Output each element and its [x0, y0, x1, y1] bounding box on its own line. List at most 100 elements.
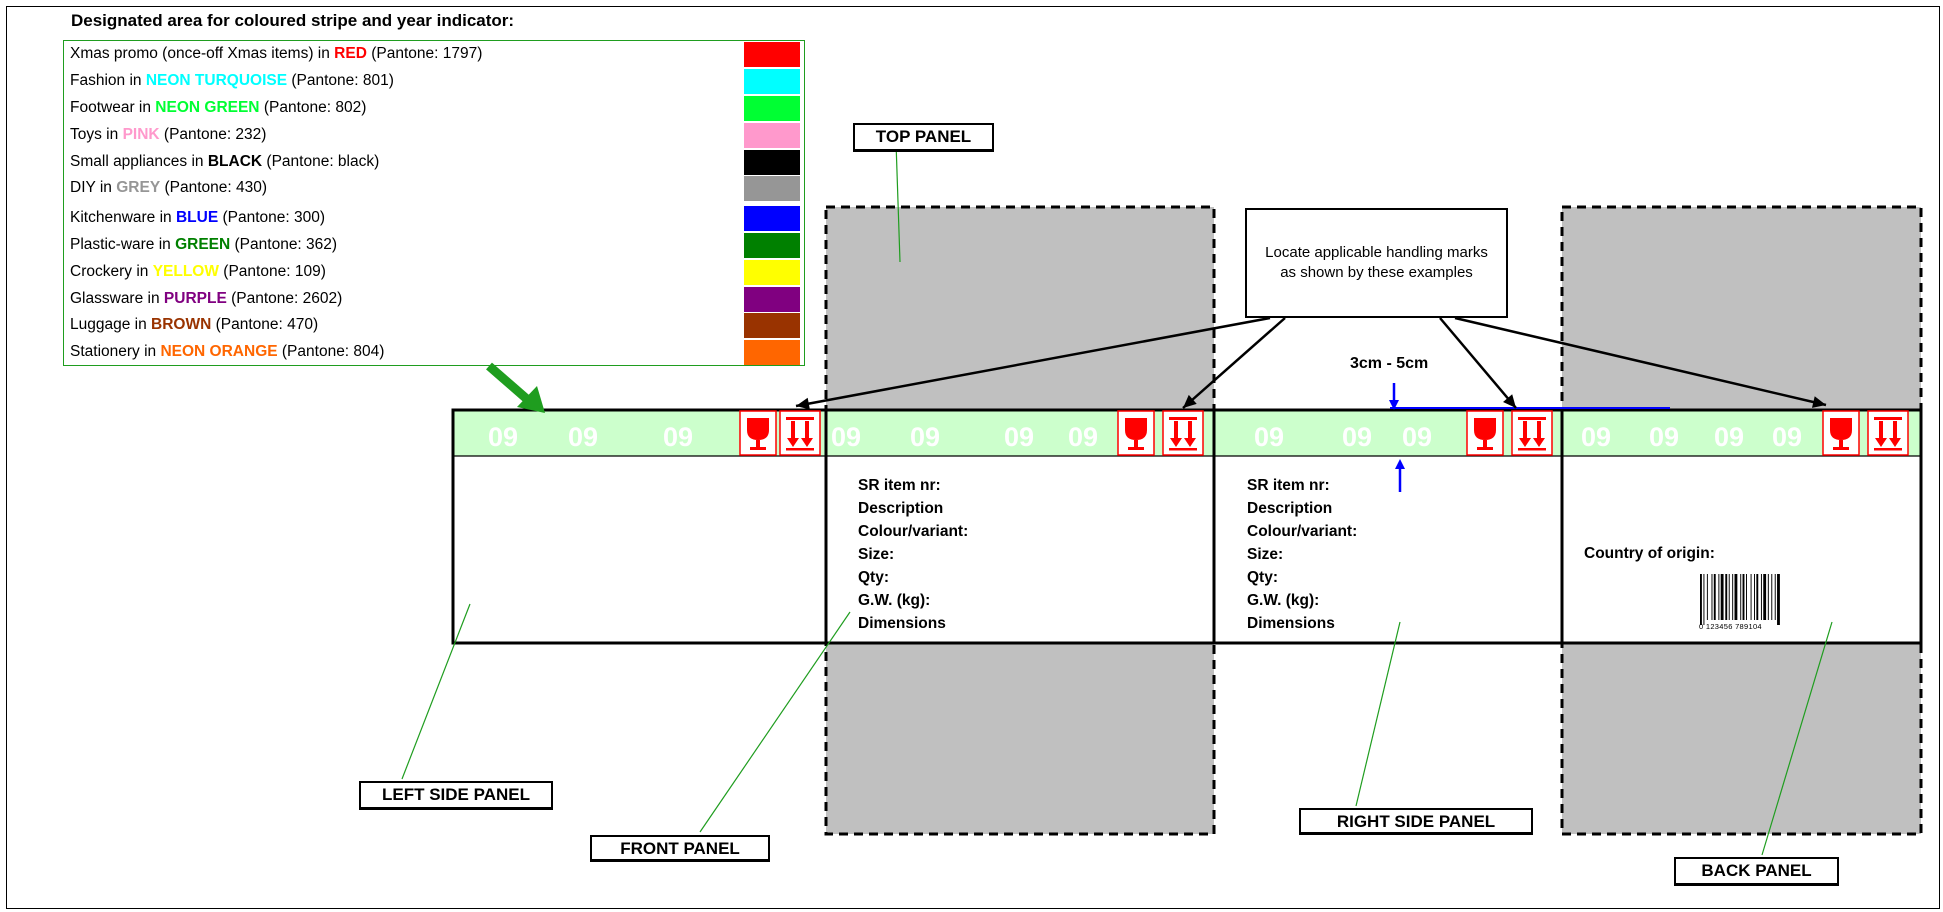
year-indicator: 09	[1714, 422, 1744, 452]
legend-row: Plastic-ware in GREEN (Pantone: 362)	[70, 236, 337, 254]
year-indicator: 09	[1649, 422, 1679, 452]
info-line: Colour/variant:	[1247, 523, 1358, 540]
callout-arrow-left-head	[796, 397, 810, 410]
diagram-frame	[6, 6, 1940, 909]
legend-row: DIY in GREY (Pantone: 430)	[70, 179, 267, 197]
bottom-flap-front	[824, 641, 1216, 836]
right-panel-leader	[1355, 621, 1401, 807]
year-indicator: 09	[1004, 422, 1034, 452]
legend-pantone: (Pantone: 470)	[211, 316, 319, 333]
info-line: G.W. (kg):	[858, 592, 931, 609]
barcode-bar	[1713, 574, 1716, 620]
barcode-bar	[1763, 574, 1767, 620]
barcode-bar	[1771, 574, 1773, 620]
info-line: SR item nr:	[858, 477, 941, 494]
legend-pantone: (Pantone: 109)	[219, 263, 326, 280]
barcode-bar	[1760, 574, 1762, 620]
fragile-glass-icon	[1125, 418, 1147, 450]
legend-row: Fashion in NEON TURQUOISE (Pantone: 801)	[70, 72, 394, 90]
legend-swatch	[744, 313, 800, 338]
dimension-arrow-top-head	[1389, 400, 1399, 410]
back-panel-leader	[1761, 621, 1833, 856]
barcode-bar	[1706, 574, 1708, 620]
fragile-glass-icon	[1830, 418, 1852, 450]
legend-category: Stationery in	[70, 343, 161, 360]
legend-category: Xmas promo (once-off Xmas items) in	[70, 45, 335, 62]
legend-category: Glassware in	[70, 290, 164, 307]
info-line: Qty:	[858, 569, 889, 586]
country-of-origin-label: Country of origin:	[1584, 545, 1715, 562]
this-way-up-icon-base	[1169, 448, 1197, 451]
legend-pantone: (Pantone: 362)	[230, 236, 338, 253]
handling-marks-callout: Locate applicable handling marks as show…	[1245, 208, 1508, 318]
legend-category: Toys in	[70, 126, 123, 143]
legend-category: Fashion in	[70, 72, 146, 89]
barcode-bar	[1746, 574, 1747, 620]
right-side-panel-label: RIGHT SIDE PANEL	[1299, 808, 1533, 835]
this-way-up-icon-base	[786, 448, 814, 451]
this-way-up-icon-bar	[1518, 417, 1546, 420]
info-line: Size:	[1247, 546, 1284, 563]
barcode-bar	[1711, 574, 1713, 620]
legend-category: Plastic-ware in	[70, 236, 176, 253]
legend-row: Crockery in YELLOW (Pantone: 109)	[70, 263, 326, 281]
fragile-glass-icon	[1474, 418, 1496, 450]
legend-category: Luggage in	[70, 316, 152, 333]
info-line: Dimensions	[858, 615, 946, 632]
callout-arrow-left	[795, 316, 1271, 408]
legend-colour-name: NEON TURQUOISE	[145, 72, 288, 89]
year-indicator: 09	[1068, 422, 1098, 452]
legend-colour-name: NEON GREEN	[155, 99, 260, 116]
legend-colour-name: NEON ORANGE	[160, 343, 278, 360]
legend-category: Footwear in	[70, 99, 156, 116]
barcode-bar	[1725, 574, 1728, 620]
barcode-bar	[1767, 574, 1769, 620]
info-line: Qty:	[1247, 569, 1278, 586]
callout-arrow-back-head	[1811, 396, 1826, 408]
year-indicator: 09	[568, 422, 598, 452]
legend-colour-name: RED	[334, 45, 367, 62]
barcode-bar	[1777, 574, 1780, 625]
this-way-up-arrow-icon	[801, 421, 813, 447]
legend-colour-name: PURPLE	[163, 290, 227, 307]
barcode-bar	[1750, 574, 1752, 620]
this-way-up-arrow-icon	[1170, 421, 1182, 447]
legend-row: Kitchenware in BLUE (Pantone: 300)	[70, 209, 325, 227]
year-indicator: 09	[910, 422, 940, 452]
legend-row: Stationery in NEON ORANGE (Pantone: 804)	[70, 343, 384, 361]
year-indicator: 09	[1772, 422, 1802, 452]
legend-category: Crockery in	[70, 263, 153, 280]
legend-colour-name: BROWN	[151, 316, 212, 333]
stripe-pointer-arrow-head	[517, 386, 545, 413]
legend-colour-name: BLUE	[175, 209, 219, 226]
stripe-height-dimension: 3cm - 5cm	[1350, 355, 1429, 372]
this-way-up-icon-base	[1518, 448, 1546, 451]
dimension-arrow-bottom-head	[1395, 459, 1405, 469]
callout-arrow-front-head	[1183, 394, 1197, 408]
legend-colour-name: GREEN	[175, 236, 231, 253]
barcode-bar	[1742, 574, 1745, 620]
barcode-bar	[1774, 574, 1776, 620]
callout-arrow-front	[1182, 317, 1286, 409]
legend-row: Luggage in BROWN (Pantone: 470)	[70, 316, 318, 334]
year-indicator: 09	[1254, 422, 1284, 452]
this-way-up-icon-bar	[1169, 417, 1197, 420]
this-way-up-arrow-icon	[1519, 421, 1531, 447]
barcode-bar	[1734, 574, 1738, 620]
legend-pantone: (Pantone: 801)	[287, 72, 394, 89]
year-indicator: 09	[831, 422, 861, 452]
info-line: Colour/variant:	[858, 523, 969, 540]
colour-legend: Xmas promo (once-off Xmas items) in RED …	[63, 40, 805, 366]
legend-colour-name: PINK	[122, 126, 160, 143]
info-line: Size:	[858, 546, 895, 563]
legend-colour-name: GREY	[116, 179, 161, 196]
legend-swatch	[744, 176, 800, 201]
this-way-up-arrow-icon	[1533, 421, 1545, 447]
legend-row: Footwear in NEON GREEN (Pantone: 802)	[70, 99, 366, 117]
legend-colour-name: YELLOW	[152, 263, 219, 280]
legend-swatch	[744, 260, 800, 285]
legend-row: Toys in PINK (Pantone: 232)	[70, 126, 266, 144]
this-way-up-arrow-icon	[1875, 421, 1887, 447]
